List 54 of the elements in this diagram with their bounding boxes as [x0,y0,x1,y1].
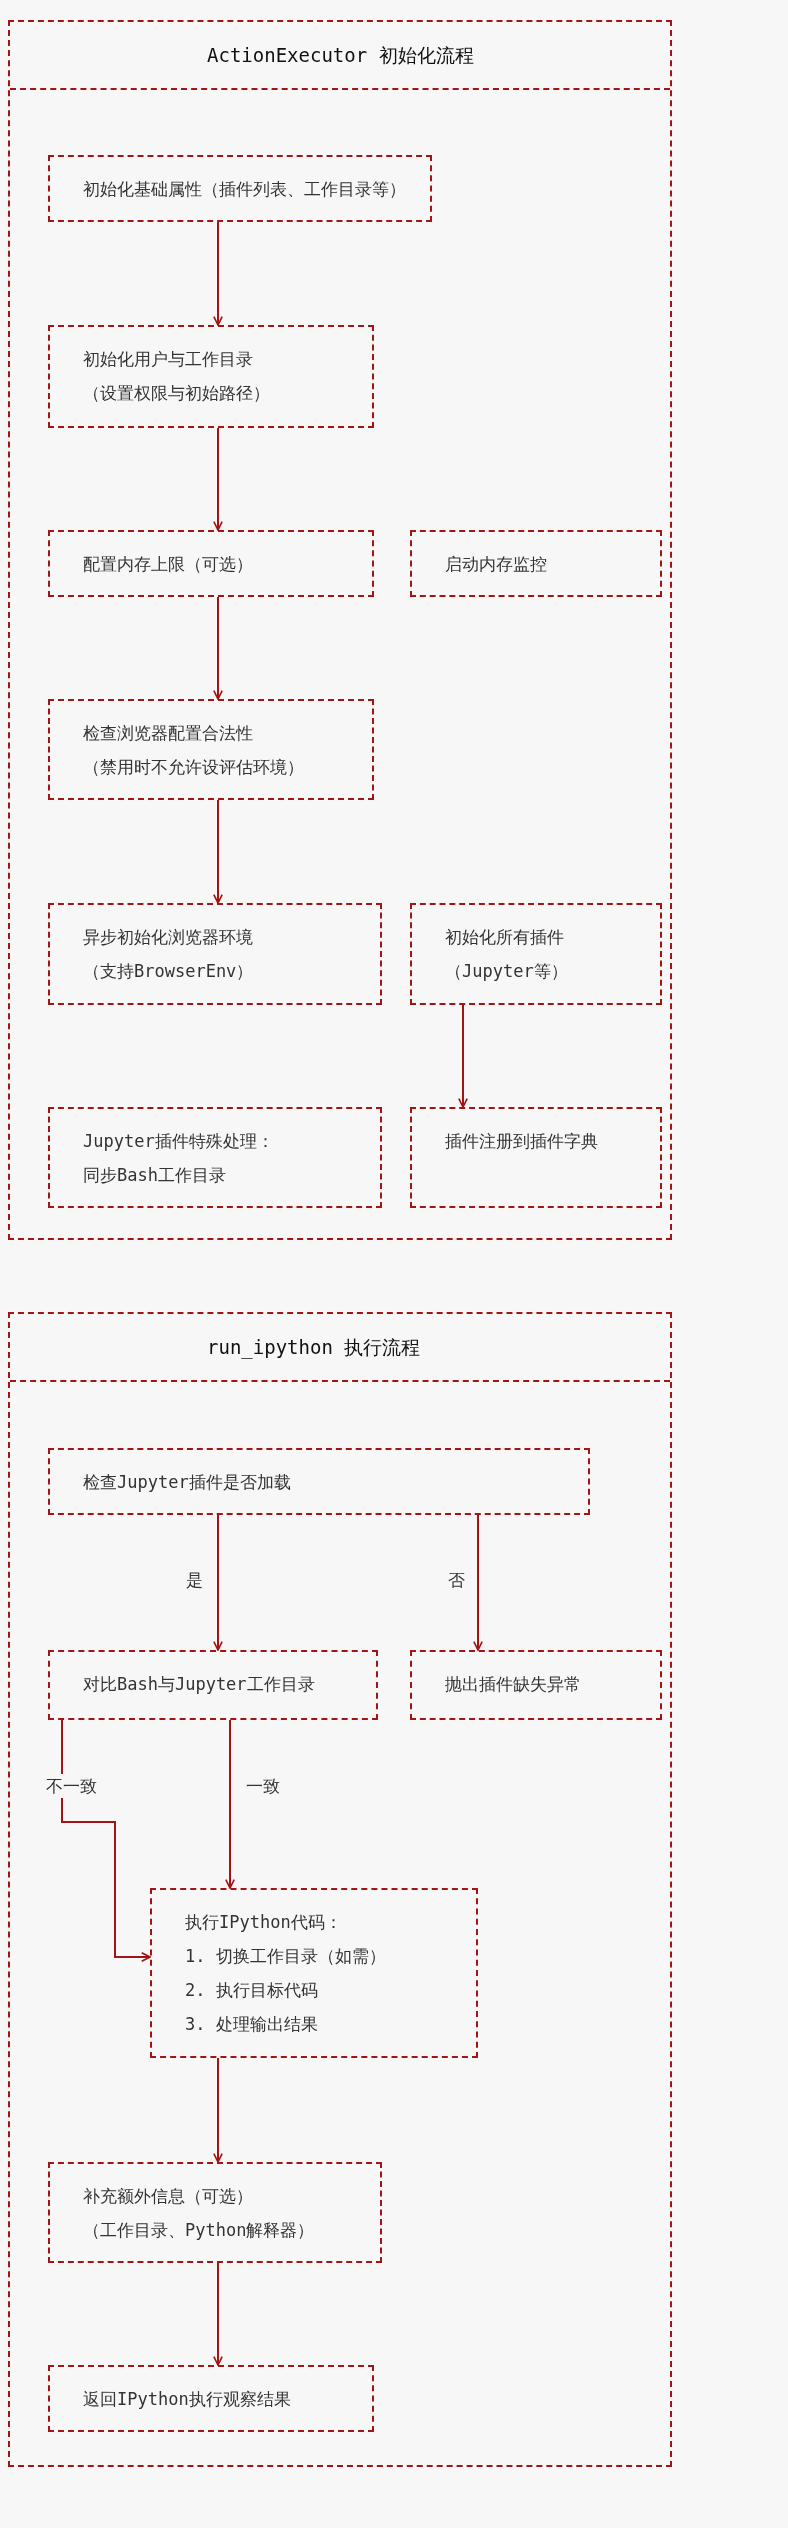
arrow [213,2262,223,2366]
process-box [150,1888,478,2058]
process-box [48,530,374,597]
frame-title: run_ipython 执行流程 [207,1335,421,1360]
step-text: 配置内存上限（可选） [83,553,254,576]
process-box [48,2162,382,2263]
process-box [48,1107,382,1208]
arrow [458,1004,468,1108]
step-text: Jupyter插件特殊处理： [83,1130,275,1153]
step-text: 检查浏览器配置合法性 [83,722,254,745]
process-box [410,530,662,597]
step-text: （设置权限与初始路径） [83,382,271,405]
step-text: 1. 切换工作目录（如需） [185,1945,387,1968]
process-box [48,1448,590,1515]
arrow [213,427,223,531]
step-text: （工作目录、Python解释器） [83,2219,316,2242]
arrow [473,1514,483,1651]
step-text: 插件注册到插件字典 [445,1130,599,1153]
frame-title: ActionExecutor 初始化流程 [207,43,474,68]
step-text: 初始化基础属性（插件列表、工作目录等） [83,178,407,201]
step-text: 补充额外信息（可选） [83,2185,254,2208]
process-box [410,903,662,1005]
arrow [213,221,223,326]
step-text: 异步初始化浏览器环境 [83,926,254,949]
process-box [48,325,374,428]
step-text: 2. 执行目标代码 [185,1979,319,2002]
arrow [213,799,223,904]
step-text: 初始化用户与工作目录 [83,348,254,371]
process-box [410,1650,662,1720]
step-text: 执行IPython代码： [185,1911,343,1934]
process-box [48,1650,378,1720]
step-text: （禁用时不允许设评估环境） [83,756,305,779]
step-text: 抛出插件缺失异常 [445,1673,582,1696]
edge-label: 不一致 [44,1774,99,1798]
step-text: 同步Bash工作目录 [83,1164,227,1187]
process-box [410,1107,662,1208]
flow-frame [8,20,672,1240]
step-text: 3. 处理输出结果 [185,2013,319,2036]
process-box [48,2365,374,2432]
step-text: （Jupyter等） [445,960,569,983]
process-box [48,903,382,1005]
step-text: 返回IPython执行观察结果 [83,2388,292,2411]
arrow [213,1514,223,1651]
step-text: 对比Bash与Jupyter工作目录 [83,1673,316,1696]
step-text: 初始化所有插件 [445,926,565,949]
process-box [48,699,374,800]
arrow [225,1719,235,1889]
arrow [213,596,223,700]
step-text: 检查Jupyter插件是否加载 [83,1471,292,1494]
step-text: （支持BrowserEnv） [83,960,255,983]
step-text: 启动内存监控 [445,553,548,576]
process-box [48,155,432,222]
arrow [61,1719,151,1962]
arrow [213,2057,223,2163]
